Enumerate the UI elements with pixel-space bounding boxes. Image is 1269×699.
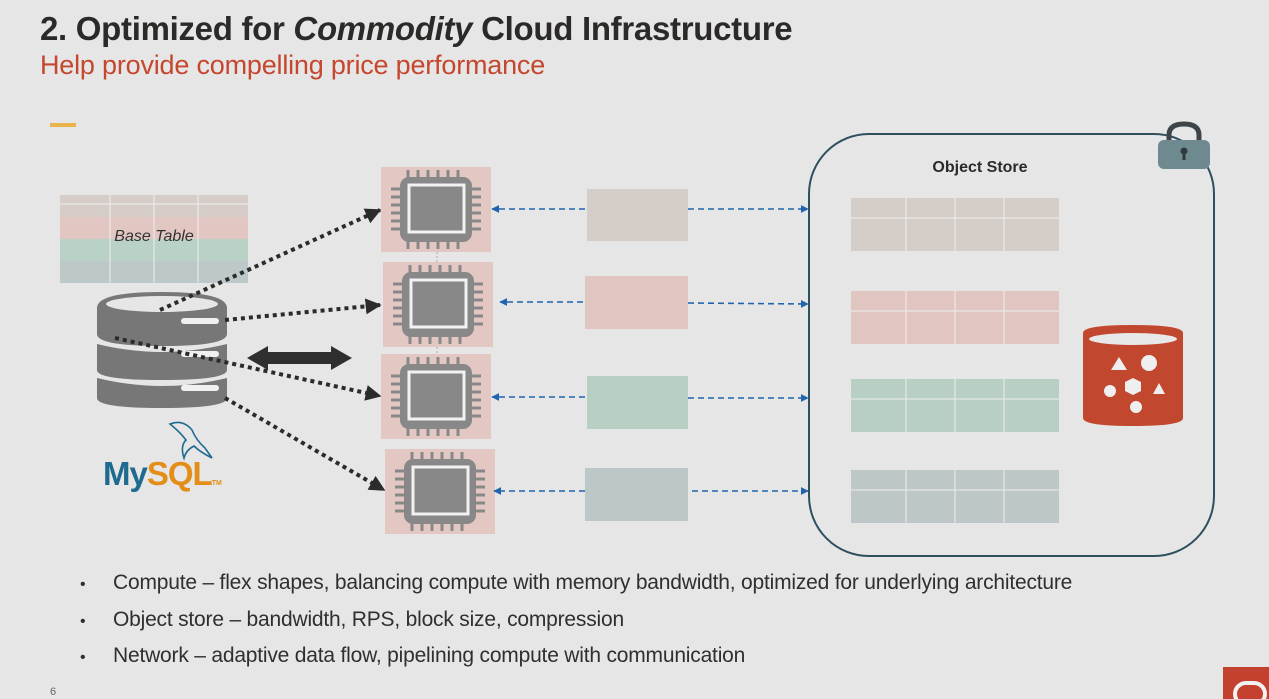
mysql-logo-tm: TM xyxy=(211,480,222,487)
object-store-tables xyxy=(851,198,1059,523)
dotted-arrow-4 xyxy=(223,396,386,492)
mysql-logo-sql: SQL xyxy=(146,455,213,492)
title-prefix: 2. Optimized for xyxy=(40,10,294,47)
lock-icon xyxy=(1158,121,1210,169)
mysql-dolphin-icon xyxy=(168,421,213,461)
object-store-container xyxy=(808,133,1215,557)
partition-block xyxy=(585,276,688,329)
database-icon xyxy=(97,292,227,408)
cpu-chip-icon xyxy=(379,352,493,441)
partition-block xyxy=(587,376,688,429)
dotted-arrow-3 xyxy=(114,336,382,401)
network-arrows xyxy=(491,205,809,495)
bullet-item: • Compute – flex shapes, balancing comput… xyxy=(80,568,1072,605)
bullet-list: • Compute – flex shapes, balancing comput… xyxy=(80,568,1072,678)
slide-title: 2. Optimized for Commodity Cloud Infrast… xyxy=(40,10,793,48)
bidirectional-arrow-icon xyxy=(247,346,352,370)
partition-block xyxy=(587,189,688,241)
base-table-label: Base Table xyxy=(114,228,194,245)
bullet-text: Object store – bandwidth, RPS, block siz… xyxy=(113,607,624,631)
brand-logo-tab xyxy=(1223,667,1269,699)
title-emphasis: Commodity xyxy=(293,10,473,47)
object-store-label: Object Store xyxy=(932,159,1028,176)
cpu-chip-icon xyxy=(381,260,495,349)
accent-bar xyxy=(50,123,76,127)
partition-block xyxy=(585,468,688,521)
cpu-chip-icon xyxy=(383,447,497,536)
bullet-glyph: • xyxy=(80,576,86,593)
object-bucket-icon xyxy=(1083,325,1183,426)
cpu-chip-icon xyxy=(379,165,493,254)
title-suffix: Cloud Infrastructure xyxy=(472,10,793,47)
brand-o-icon xyxy=(1233,681,1267,699)
bullet-glyph: • xyxy=(80,612,86,630)
dotted-arrows xyxy=(114,208,386,492)
dotted-arrow-1 xyxy=(159,208,382,312)
bullet-text: Network – adaptive data flow, pipelining… xyxy=(113,644,746,667)
mysql-logo-my: My xyxy=(103,455,148,492)
bullet-glyph: • xyxy=(80,649,86,666)
base-table xyxy=(60,195,248,283)
dotted-arrow-2 xyxy=(224,298,382,322)
bullet-item: • Object store – bandwidth, RPS, block si… xyxy=(80,605,1072,642)
slide-subtitle: Help provide compelling price performanc… xyxy=(40,50,546,80)
page-number: 6 xyxy=(50,686,57,698)
dashed-arrow-right-2 xyxy=(687,299,809,308)
mysql-logo: MySQLTM xyxy=(103,455,222,493)
partition-blocks xyxy=(585,189,688,521)
bullet-text: Compute – flex shapes, balancing compute… xyxy=(113,571,1073,594)
bullet-item: • Network – adaptive data flow, pipelinin… xyxy=(80,641,1072,678)
